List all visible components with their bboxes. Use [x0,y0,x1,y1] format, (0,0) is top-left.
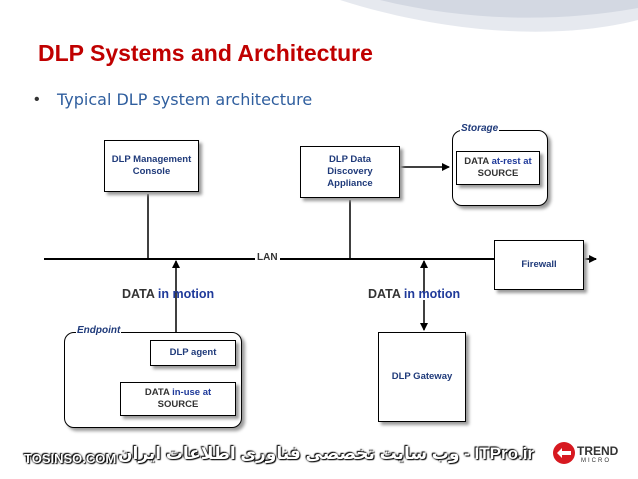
dlp-agent-box: DLP agent [150,340,236,366]
appliance-line2: Discovery [327,166,373,177]
firewall-label: Firewall [521,259,557,270]
trend-micro-logo-word1: TREND [577,444,619,458]
slide-title: DLP Systems and Architecture [38,40,373,66]
data-at-rest-box: DATA at-rest at SOURCE [456,151,540,185]
footer-watermark-right: ITPro.ir - وب سایت تخصصی فناوری اطلاعات … [118,444,535,463]
management-console-line2: Console [132,166,171,177]
data-in-use-line2: SOURCE [157,399,199,410]
data-in-motion-label-left: DATA in motion [122,287,215,301]
data-at-rest-line1: DATA at-rest at [464,156,532,167]
bullet-text: Typical DLP system architecture [57,90,313,109]
trend-micro-logo-word2: MICRO [581,458,611,464]
trend-micro-logo-icon [553,442,575,464]
appliance-line3: Appliance [327,178,373,189]
storage-label: Storage [460,123,500,134]
lan-label: LAN [255,252,280,263]
data-in-motion-label-right: DATA in motion [368,287,461,301]
bullet-marker: • [34,91,40,108]
appliance-line1: DLP Data [328,154,372,165]
dlp-agent-label: DLP agent [169,347,217,358]
firewall-box: Firewall [494,240,584,290]
management-console-line1: DLP Management [111,154,192,165]
data-in-use-box: DATA in-use at SOURCE [120,382,236,416]
footer-watermark-left: TOSINSO.COM [24,451,117,466]
dlp-gateway-label: DLP Gateway [391,371,453,382]
data-at-rest-line2: SOURCE [477,168,519,179]
data-in-use-line1: DATA in-use at [144,387,212,398]
dlp-gateway-box: DLP Gateway [378,332,466,422]
dlp-data-discovery-appliance-box: DLP Data Discovery Appliance [300,146,400,198]
endpoint-label: Endpoint [76,325,122,336]
dlp-management-console-box: DLP Management Console [104,140,199,192]
